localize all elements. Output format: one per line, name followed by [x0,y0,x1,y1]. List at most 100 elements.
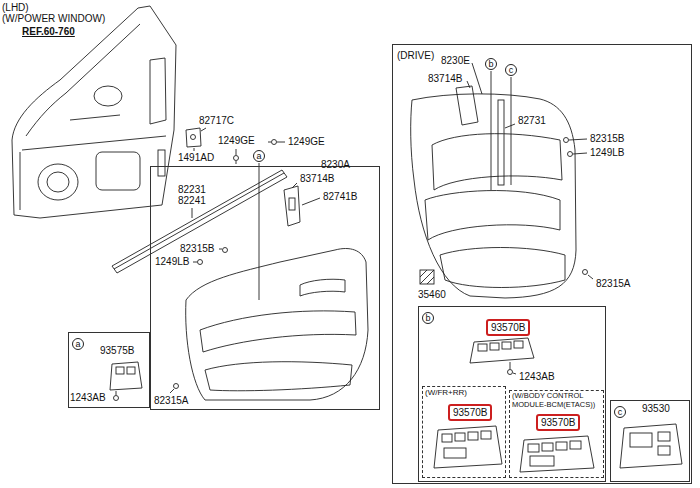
section-letter: c [614,406,626,418]
door-frame [47,172,69,192]
switch-part [658,432,670,441]
part-number: 93570B [491,322,525,333]
part-number: 93570B [541,417,575,428]
door-frame [12,6,176,218]
door-frame [158,150,165,176]
switch-part [116,367,124,374]
switch-part [520,436,594,472]
weatherstrip [112,170,287,273]
door-trim-illustration [284,186,300,226]
door-frame [12,6,176,218]
door-trim-illustration [170,389,174,393]
switch-part [444,448,466,458]
detail-box: b93570B(W/FR+RR)93570B(W/BODY CONTROL MO… [418,306,606,482]
part-number: 93570B [453,407,487,418]
callout-number: 93575B [100,346,134,356]
door-trim-illustration [289,198,295,210]
assembly-number: 8230A [321,160,350,170]
drive-trim-illustration [498,100,504,185]
fastener-part [186,128,201,147]
door-frame [26,24,140,136]
switch-part [570,441,581,449]
door-trim-illustration [219,249,222,250]
fastener-part [201,128,206,131]
switch-part [620,424,682,468]
drive-trim-illustration [456,86,478,125]
door-frame [22,136,166,150]
door-trim-illustration [193,262,197,263]
callout-number: 1243AB [519,372,555,382]
door-trim-illustration [300,279,345,296]
detail-callout: c [505,64,517,76]
callout-number: 8230E [441,56,470,66]
callout-number: 93530 [642,404,670,414]
reference-note: REF.60-760 [22,27,75,37]
section-heading: (DRIVE) [397,51,434,61]
drive-trim-illustration [420,270,434,284]
switch-part [530,456,554,466]
drive-trim-illustration [411,63,593,298]
switch-part [434,338,682,472]
variant-box: (W/BODY CONTROL MODULE-BCM(ETACS)) 93570B [509,390,604,478]
switch-part [127,367,135,374]
switch-part [481,431,491,439]
fastener-part [236,161,237,164]
door-frame [70,115,120,120]
detail-callout: b [485,58,497,70]
switch-part [442,434,452,442]
weatherstrip [114,173,284,269]
detail-callout: a [253,150,265,162]
fastener-part [277,142,285,143]
callout-number: 82731 [518,116,546,126]
door-trim-illustration [174,384,179,389]
drive-side-box: (DRIVE)bcb93570B(W/FR+RR)93570B(W/BODY C… [392,44,692,484]
switch-part [478,344,487,351]
switch-part [470,338,534,363]
switch-part [455,433,465,441]
callout-number: 1249GE [288,137,325,147]
weatherstrip [112,170,287,273]
door-trim-illustration [186,249,368,401]
callout-number: 83714B [300,174,334,184]
fastener-part [194,148,195,151]
switch-part [630,433,652,447]
door-trim-illustration [223,248,228,253]
switch-part [556,442,567,450]
callout-number: 82315A [596,279,630,289]
variant-note: (LHD) [2,3,29,13]
callout-number: 82717C [199,116,234,126]
callout-number: 82231 [178,185,206,195]
door-trim-illustration [198,260,203,265]
drive-trim-illustration [432,134,562,190]
drive-trim-illustration [467,81,470,88]
door-frame [20,152,21,210]
variant-note: (W/FR+RR) [425,388,503,397]
switch-part [116,391,117,395]
variant-note: (W/POWER WINDOW) [2,14,105,24]
fastener-part [236,149,237,155]
door-frame [38,164,78,200]
door-frame [150,58,166,124]
drive-trim-illustration [420,270,434,284]
switch-part [510,362,511,369]
drive-trim-illustration [472,63,482,94]
door-trim-illustration [292,183,297,188]
switch-part [114,396,119,401]
door-frame [96,152,140,190]
callout-number: 1243AB [70,393,106,403]
callout-letter: b [486,59,496,69]
door-trim-illustration [205,362,352,391]
drive-trim-illustration [564,138,569,143]
callout-number: 82241 [178,196,206,206]
callout-letter: c [506,65,516,75]
door-trim-illustration [302,198,320,205]
callout-number: 82315B [590,134,624,144]
switch-part [468,432,478,440]
callout-letter: a [254,151,264,161]
drive-trim-illustration [588,275,593,279]
door-trim-illustration [259,163,260,300]
drive-trim-illustration [411,94,576,298]
switch-part [513,373,516,374]
variant-note: (W/BODY CONTROL MODULE-BCM(ETACS)) [512,392,601,409]
